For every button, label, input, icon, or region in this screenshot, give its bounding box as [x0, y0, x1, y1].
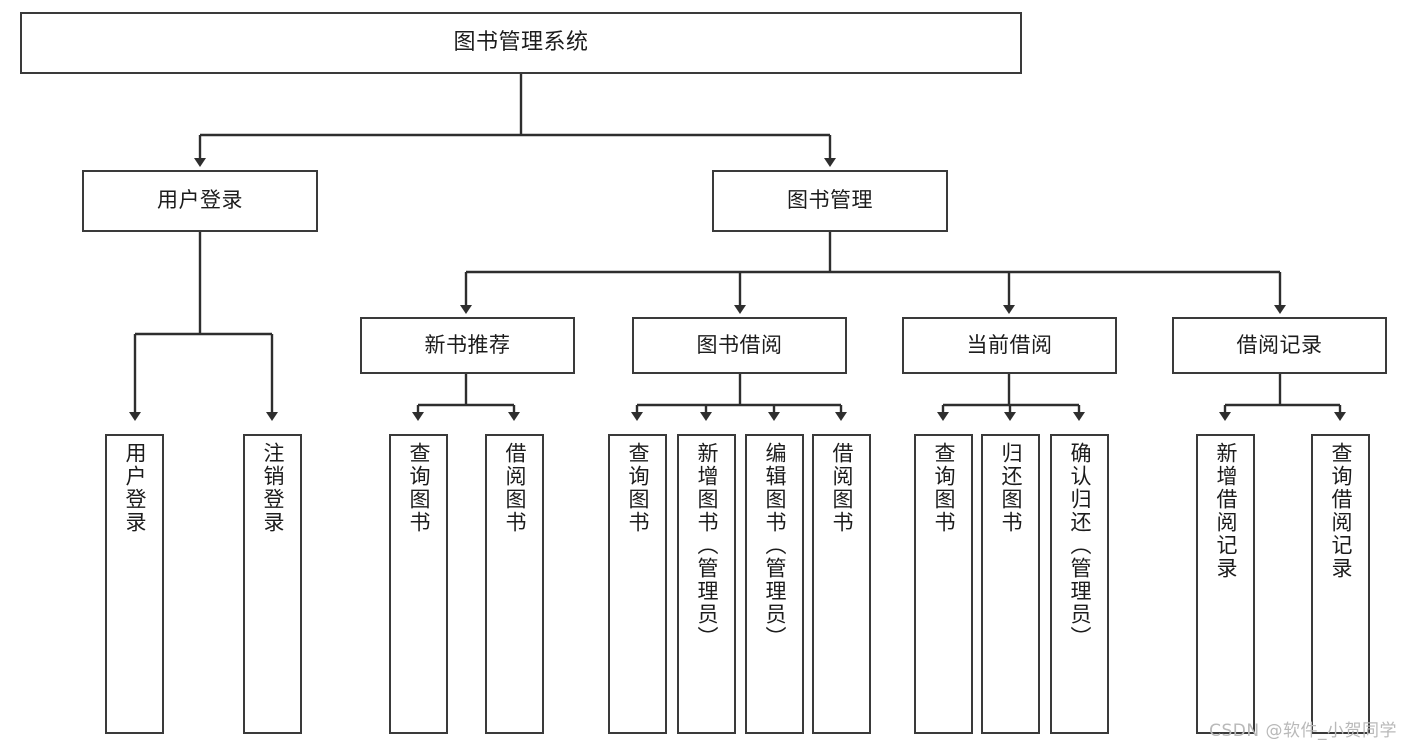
node-label: 图书管理 [787, 188, 873, 213]
node-label: 用户登录 [123, 442, 147, 534]
node-leaf-borrow-book-1[interactable]: 借阅图书 [485, 434, 544, 734]
node-leaf-borrow-book-2[interactable]: 借阅图书 [812, 434, 871, 734]
node-label: 查询图书 [407, 442, 431, 534]
node-leaf-return-book[interactable]: 归还图书 [981, 434, 1040, 734]
node-leaf-query-book-3[interactable]: 查询图书 [914, 434, 973, 734]
node-current-borrow[interactable]: 当前借阅 [902, 317, 1117, 374]
node-leaf-edit-book[interactable]: 编辑图书（管理员） [745, 434, 804, 734]
node-leaf-query-book-2[interactable]: 查询图书 [608, 434, 667, 734]
node-new-book-rec[interactable]: 新书推荐 [360, 317, 575, 374]
node-label: 新增借阅记录 [1214, 442, 1238, 580]
node-label: 借阅图书 [503, 442, 527, 534]
node-label: 图书管理系统 [453, 29, 589, 55]
node-user-login[interactable]: 用户登录 [82, 170, 318, 232]
node-leaf-confirm-return[interactable]: 确认归还（管理员） [1050, 434, 1109, 734]
node-borrow-record[interactable]: 借阅记录 [1172, 317, 1387, 374]
node-label: 查询借阅记录 [1329, 442, 1353, 580]
node-label: 查询图书 [626, 442, 650, 534]
node-label: 查询图书 [932, 442, 956, 534]
node-label: 借阅图书 [830, 442, 854, 534]
node-label: 归还图书 [999, 442, 1023, 534]
node-leaf-add-book[interactable]: 新增图书（管理员） [677, 434, 736, 734]
node-label: 新书推荐 [424, 332, 511, 357]
node-label: 图书借阅 [696, 332, 783, 357]
node-leaf-query-record[interactable]: 查询借阅记录 [1311, 434, 1370, 734]
node-root-system[interactable]: 图书管理系统 [20, 12, 1022, 74]
node-book-borrow[interactable]: 图书借阅 [632, 317, 847, 374]
node-leaf-add-record[interactable]: 新增借阅记录 [1196, 434, 1255, 734]
node-label: 编辑图书（管理员） [763, 442, 787, 649]
node-leaf-query-book-1[interactable]: 查询图书 [389, 434, 448, 734]
node-label: 借阅记录 [1236, 332, 1323, 357]
node-label: 当前借阅 [966, 332, 1053, 357]
node-label: 新增图书（管理员） [695, 442, 719, 649]
node-book-manage[interactable]: 图书管理 [712, 170, 948, 232]
node-label: 确认归还（管理员） [1068, 442, 1092, 649]
node-label: 注销登录 [261, 442, 285, 534]
node-leaf-user-login[interactable]: 用户登录 [105, 434, 164, 734]
csdn-watermark: CSDN @软件_小贺同学 [1209, 721, 1397, 741]
node-leaf-logout-login[interactable]: 注销登录 [243, 434, 302, 734]
node-label: 用户登录 [157, 188, 243, 213]
